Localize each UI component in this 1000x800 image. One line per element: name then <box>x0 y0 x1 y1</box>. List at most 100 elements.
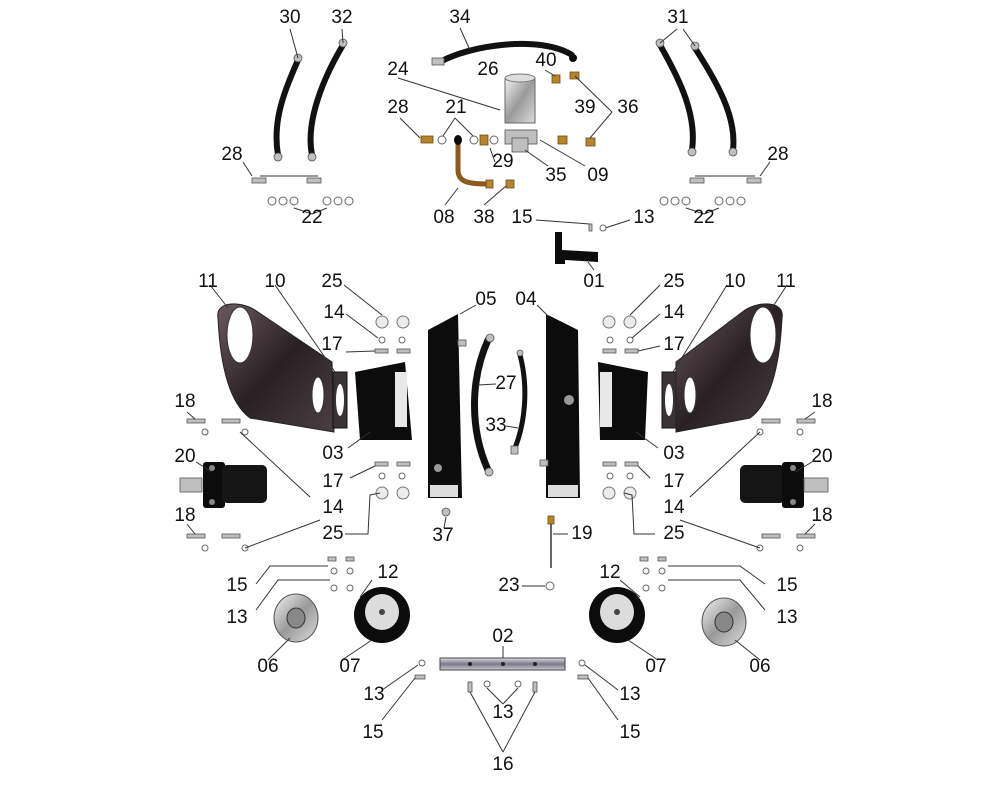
fitting-38 <box>505 179 515 189</box>
bolt-28-top <box>420 135 434 144</box>
washers-14-upper-left-side <box>201 428 249 436</box>
label-20-left: 20 <box>174 446 195 467</box>
wheel-hub-06-left <box>273 593 319 643</box>
fitting-39 <box>557 135 568 145</box>
rail-02 <box>439 657 566 671</box>
screws-15-left <box>327 556 355 592</box>
screw-15-bottom-left <box>414 674 426 680</box>
label-17-upper-left: 17 <box>321 334 342 355</box>
fitting-40 <box>551 74 561 84</box>
label-14-upper-right: 14 <box>663 302 685 323</box>
label-38: 38 <box>473 207 494 228</box>
label-16: 16 <box>492 754 513 775</box>
label-18-upper-left: 18 <box>174 391 195 412</box>
washers-14-upper-right <box>606 336 634 344</box>
screws-16 <box>467 680 538 693</box>
mount-bracket-11-left <box>217 303 335 433</box>
label-18-upper-right: 18 <box>811 391 832 412</box>
washer-13-bottom-left <box>418 659 426 667</box>
bolts-17-upper-left <box>374 348 411 354</box>
washer-13-top <box>599 224 607 232</box>
label-39: 39 <box>574 97 595 118</box>
bracket-01 <box>555 232 598 264</box>
label-13-bottom-right: 13 <box>619 684 640 705</box>
washers-25-lower-right <box>602 486 637 500</box>
hose-30 <box>273 53 303 162</box>
label-17-lower-right: 17 <box>663 471 684 492</box>
fitting-37 <box>441 507 451 517</box>
fitting-36-lower <box>585 137 596 147</box>
hose-32 <box>307 38 348 162</box>
washer-21-b <box>469 135 479 145</box>
label-07-right: 07 <box>645 656 666 677</box>
label-17-upper-right: 17 <box>663 334 684 355</box>
label-10-right: 10 <box>724 271 745 292</box>
label-24: 24 <box>387 59 409 80</box>
label-28-right: 28 <box>767 144 788 165</box>
label-28-top: 28 <box>387 97 408 118</box>
label-15-mid-right: 15 <box>776 575 797 596</box>
spacer-plate-10-left <box>332 371 348 429</box>
label-09: 09 <box>587 165 608 186</box>
washer-21-a <box>437 135 447 145</box>
label-13-mid-right: 13 <box>776 607 797 628</box>
label-35: 35 <box>545 165 566 186</box>
bolts-18-lower-left <box>186 533 241 539</box>
hose-31-left <box>655 38 697 157</box>
label-04: 04 <box>515 289 537 310</box>
washers-14-lower-left-side <box>201 544 249 552</box>
label-14-upper-left: 14 <box>323 302 345 323</box>
drive-drum-07-left <box>354 587 410 643</box>
hose-34 <box>431 40 577 66</box>
label-21: 21 <box>445 97 466 118</box>
motor-housing-03-right <box>598 362 648 440</box>
label-13-top: 13 <box>633 207 654 228</box>
washer-29 <box>489 135 499 145</box>
label-36: 36 <box>617 97 638 118</box>
washers-25-upper-left <box>375 315 410 329</box>
label-25-lower-left: 25 <box>322 523 343 544</box>
label-11-right: 11 <box>776 271 796 292</box>
wheel-hub-06-right <box>701 597 747 647</box>
side-plate-04 <box>539 314 580 498</box>
washer-23 <box>545 581 555 591</box>
screws-15-right <box>639 556 667 592</box>
label-13-mid-left: 13 <box>226 607 247 628</box>
label-08: 08 <box>433 207 454 228</box>
washers-22-right <box>659 196 746 206</box>
hose-33 <box>510 349 528 455</box>
label-25-lower-right: 25 <box>663 523 684 544</box>
bolts-18-lower-right <box>761 533 816 539</box>
label-25-upper-right: 25 <box>663 271 684 292</box>
bolts-18-upper-right <box>761 418 816 424</box>
label-18-lower-left: 18 <box>174 505 195 526</box>
label-22-right: 22 <box>693 207 714 228</box>
bolts-28-right <box>689 177 762 184</box>
label-15-mid-left: 15 <box>226 575 247 596</box>
label-20-right: 20 <box>811 446 832 467</box>
label-13-bottom-center: 13 <box>492 702 513 723</box>
label-06-left: 06 <box>257 656 278 677</box>
bolts-17-lower-right <box>602 461 639 467</box>
oil-filter-26 <box>504 73 536 124</box>
screw-15-top <box>588 223 593 232</box>
screw-15-bottom-right <box>577 674 589 680</box>
label-05: 05 <box>475 289 496 310</box>
label-27: 27 <box>495 373 516 394</box>
label-32: 32 <box>331 7 352 28</box>
fitting-21-brass <box>479 134 489 146</box>
label-33: 33 <box>485 415 506 436</box>
bolts-17-upper-right <box>602 348 639 354</box>
washer-13-bottom-right <box>578 659 586 667</box>
fitting-36-upper <box>569 71 580 80</box>
label-03-right: 03 <box>663 443 684 464</box>
bolts-17-lower-left <box>374 461 411 467</box>
label-25-upper-left: 25 <box>321 271 342 292</box>
label-30: 30 <box>279 7 300 28</box>
label-15-bottom-right: 15 <box>619 722 640 743</box>
washers-25-lower-left <box>375 486 410 500</box>
washers-14-upper-left <box>378 336 406 344</box>
label-01: 01 <box>583 271 604 292</box>
label-06-right: 06 <box>749 656 770 677</box>
label-15-top: 15 <box>511 207 532 228</box>
